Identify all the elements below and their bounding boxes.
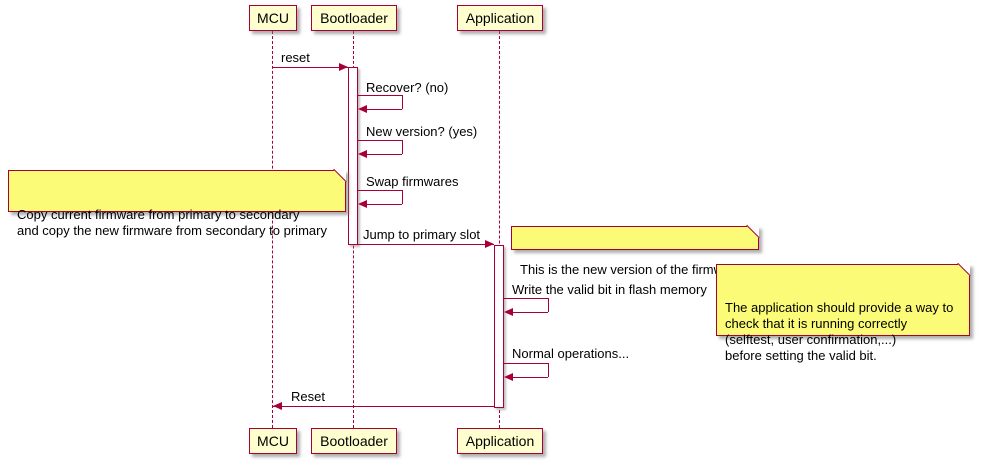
message-line: [273, 67, 348, 68]
self-message-line: [402, 95, 403, 109]
self-message-line: [504, 363, 548, 364]
message-label-new-version: New version? (yes): [366, 124, 478, 139]
self-message-line: [402, 190, 403, 204]
note-selftest: The application should provide a way to …: [716, 264, 970, 363]
participant-bootloader-bottom: Bootloader: [311, 428, 397, 454]
note-fold-icon: [747, 226, 759, 238]
message-label-normal-operations: Normal operations...: [512, 346, 630, 361]
message-label-jump-primary: Jump to primary slot: [363, 227, 481, 242]
self-message-line: [358, 140, 402, 141]
lifeline-mcu: [272, 31, 273, 428]
self-message-line: [367, 109, 402, 110]
self-message-line: [548, 298, 549, 312]
self-message-line: [548, 363, 549, 377]
arrowhead-left-icon: [273, 402, 282, 410]
self-message-line: [358, 95, 402, 96]
note-fold-icon: [958, 264, 970, 276]
message-label-reset-back: Reset: [291, 389, 325, 404]
self-message-line: [402, 140, 403, 154]
message-label-reset: reset: [281, 50, 310, 65]
message-label-recover: Recover? (no): [366, 80, 449, 95]
note-new-version: This is the new version of the firmware: [511, 226, 759, 277]
arrowhead-left-icon: [358, 150, 367, 158]
arrowhead-right-icon: [339, 63, 348, 71]
self-message-line: [367, 204, 402, 205]
self-message-line: [367, 154, 402, 155]
message-label-swap-firmwares: Swap firmwares: [366, 174, 459, 189]
arrowhead-left-icon: [358, 200, 367, 208]
participant-bootloader-top: Bootloader: [311, 5, 397, 31]
arrowhead-right-icon: [485, 240, 494, 248]
participant-mcu-bottom: MCU: [249, 428, 297, 454]
participant-mcu-top: MCU: [249, 5, 297, 31]
note-text: The application should provide a way to …: [725, 300, 954, 363]
self-message-line: [513, 312, 548, 313]
message-line: [358, 244, 494, 245]
activation-bar-application: [494, 245, 504, 408]
note-copy-firmware: Copy current firmware from primary to se…: [8, 170, 346, 238]
arrowhead-left-icon: [358, 105, 367, 113]
lifeline-application: [499, 31, 500, 428]
participant-application-top: Application: [457, 5, 543, 31]
activation-bar-bootloader: [348, 67, 358, 245]
message-line: [273, 406, 494, 407]
self-message-line: [358, 190, 402, 191]
arrowhead-left-icon: [504, 308, 513, 316]
note-text: This is the new version of the firmware: [520, 262, 742, 277]
note-text: Copy current firmware from primary to se…: [17, 207, 327, 238]
message-label-write-valid-bit: Write the valid bit in flash memory: [512, 282, 707, 297]
participant-application-bottom: Application: [457, 428, 543, 454]
self-message-line: [513, 377, 548, 378]
self-message-line: [504, 298, 548, 299]
arrowhead-left-icon: [504, 373, 513, 381]
note-fold-icon: [334, 170, 346, 182]
